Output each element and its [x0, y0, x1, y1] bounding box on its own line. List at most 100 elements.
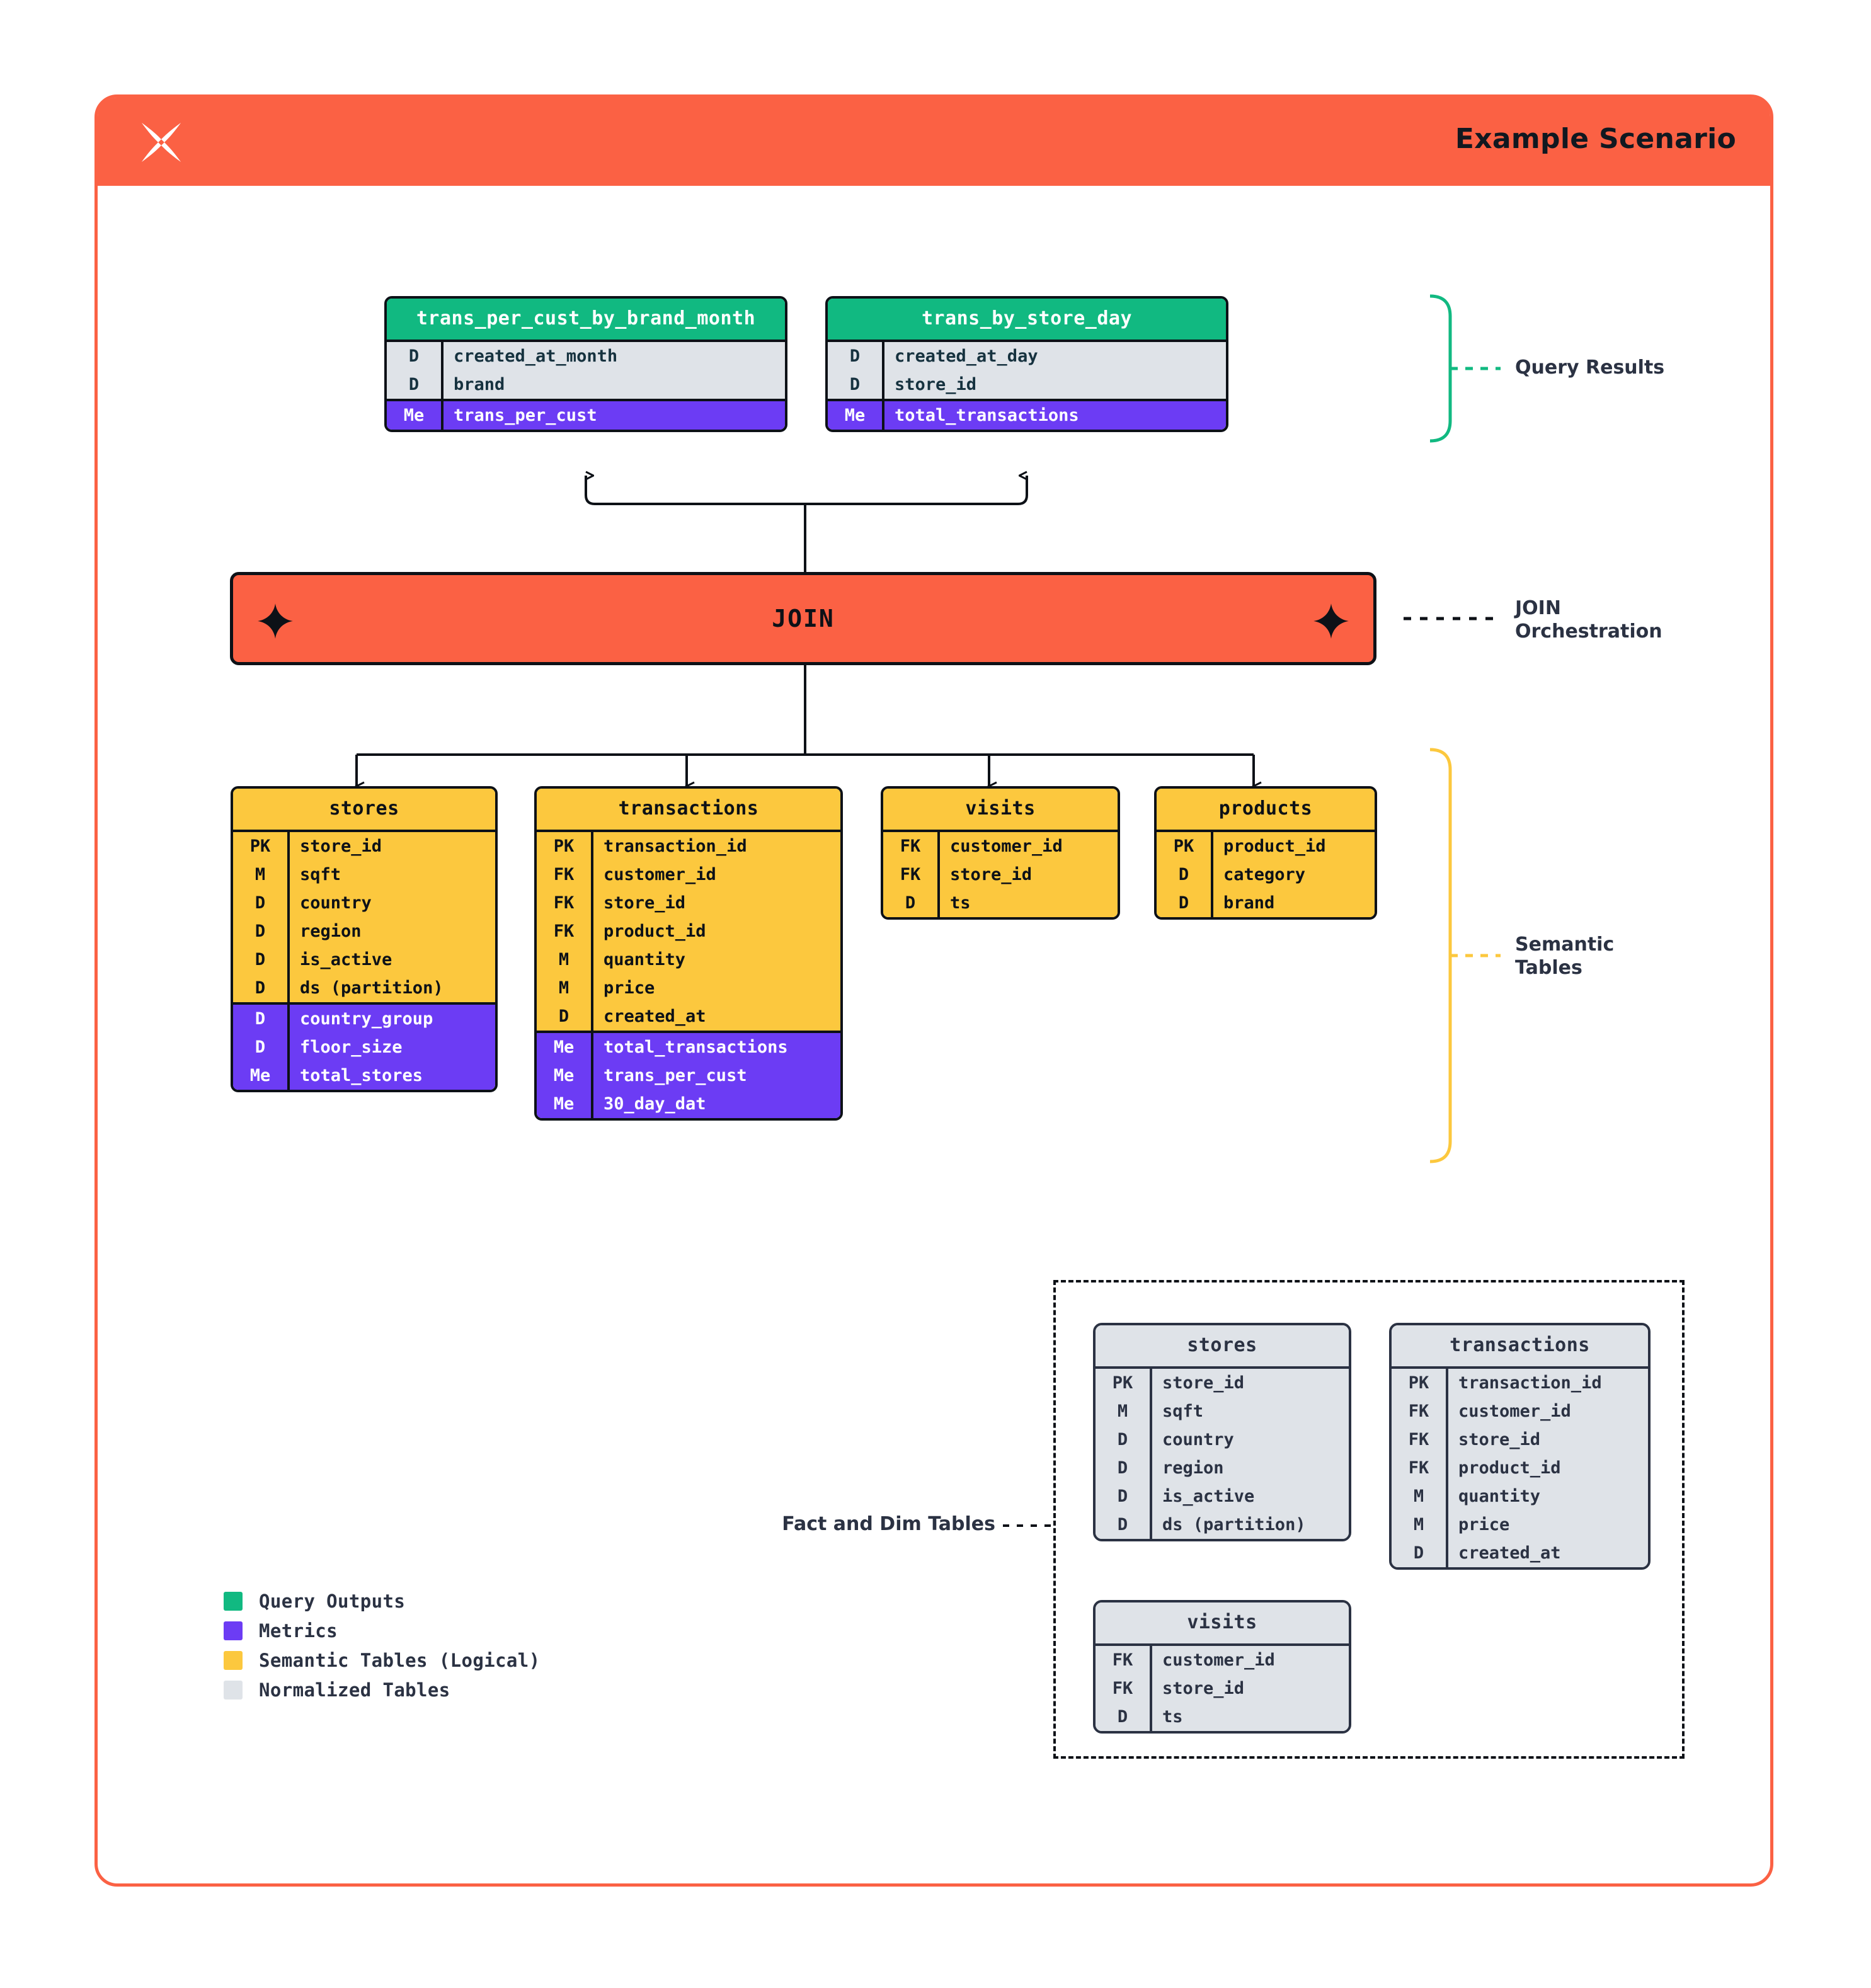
join-label: JOIN	[772, 605, 835, 632]
col-tag: D	[408, 346, 420, 366]
page-title: Example Scenario	[1455, 123, 1736, 155]
col-tag: Me	[553, 1094, 575, 1114]
col-field: trans_per_cust	[441, 401, 785, 430]
col-tag: D	[255, 978, 266, 998]
query-result-table[interactable]: trans_by_store_day D created_at_day D st…	[825, 296, 1228, 432]
col-tag: D	[1117, 1515, 1128, 1534]
col-field: created_at	[1446, 1539, 1648, 1567]
table-row: D created_at_month	[387, 342, 785, 370]
annotation-text: Query Results	[1515, 357, 1665, 379]
col-field: ds (partition)	[287, 974, 495, 1002]
col-tag: Me	[553, 1066, 575, 1085]
col-field: sqft	[1150, 1397, 1349, 1425]
col-field: created_at_month	[441, 342, 785, 370]
table-title: transactions	[537, 789, 840, 830]
col-field: quantity	[1446, 1482, 1648, 1511]
col-field: product_id	[1446, 1454, 1648, 1482]
col-field: region	[1150, 1454, 1349, 1482]
col-tag: D	[1178, 865, 1189, 884]
table-row: FK store_id	[1392, 1425, 1648, 1454]
annotation-query-results: Query Results	[1515, 357, 1664, 380]
dimension-section: D created_at_month D brand	[387, 340, 785, 399]
annotation-text-line1: Semantic	[1515, 934, 1615, 956]
table-title: products	[1157, 789, 1375, 830]
sparkle-icon	[1313, 603, 1349, 639]
col-field: store_id	[1446, 1425, 1648, 1454]
legend-item: Query Outputs	[224, 1591, 541, 1612]
col-field: price	[591, 974, 840, 1002]
col-field: country	[1150, 1425, 1349, 1454]
col-tag: FK	[900, 837, 921, 856]
query-result-table[interactable]: trans_per_cust_by_brand_month D created_…	[384, 296, 787, 432]
col-tag: Me	[553, 1037, 575, 1057]
col-tag: D	[1178, 893, 1189, 913]
join-orchestration-bar[interactable]: JOIN	[230, 572, 1376, 665]
col-field: customer_id	[591, 860, 840, 889]
annotation-semantic-tables: Semantic Tables	[1515, 934, 1614, 980]
col-field: created_at	[591, 1002, 840, 1031]
col-field: sqft	[287, 860, 495, 889]
col-field: trans_per_cust	[591, 1061, 840, 1090]
col-tag: D	[255, 1037, 266, 1057]
col-field: store_id	[882, 370, 1226, 399]
col-tag: PK	[1112, 1373, 1133, 1393]
col-tag: M	[1413, 1515, 1424, 1534]
col-tag: D	[255, 893, 266, 913]
col-field: 30_day_dat	[591, 1090, 840, 1118]
col-field: created_at_day	[882, 342, 1226, 370]
col-tag: D	[849, 375, 861, 394]
col-field: region	[287, 917, 495, 945]
col-field: price	[1446, 1511, 1648, 1539]
four-point-star-logo-icon	[135, 117, 187, 168]
legend: Query Outputs Metrics Semantic Tables (L…	[224, 1591, 541, 1709]
col-tag: M	[558, 978, 569, 998]
table-row: Me 30_day_dat	[537, 1090, 840, 1118]
col-tag: FK	[553, 922, 575, 941]
fact-and-dim-container	[1053, 1280, 1685, 1759]
col-field: transaction_id	[1446, 1369, 1648, 1397]
table-title: trans_by_store_day	[828, 299, 1226, 340]
col-tag: M	[1413, 1487, 1424, 1506]
col-tag: PK	[553, 837, 575, 856]
col-field: brand	[441, 370, 785, 399]
col-field: ts	[1150, 1703, 1349, 1731]
table-row: D store_id	[828, 370, 1226, 399]
col-field: is_active	[287, 945, 495, 974]
col-tag: FK	[1112, 1679, 1133, 1698]
legend-label: Metrics	[259, 1620, 338, 1642]
col-field: quantity	[591, 945, 840, 974]
col-tag: FK	[900, 865, 921, 884]
annotation-text-line1: JOIN	[1515, 597, 1561, 619]
col-field: brand	[1211, 889, 1375, 917]
col-tag: D	[408, 375, 420, 394]
table-title: trans_per_cust_by_brand_month	[387, 299, 785, 340]
col-tag: FK	[1408, 1430, 1429, 1449]
table-row: D created_at_day	[828, 342, 1226, 370]
table-row: Me total_transactions	[828, 401, 1226, 430]
